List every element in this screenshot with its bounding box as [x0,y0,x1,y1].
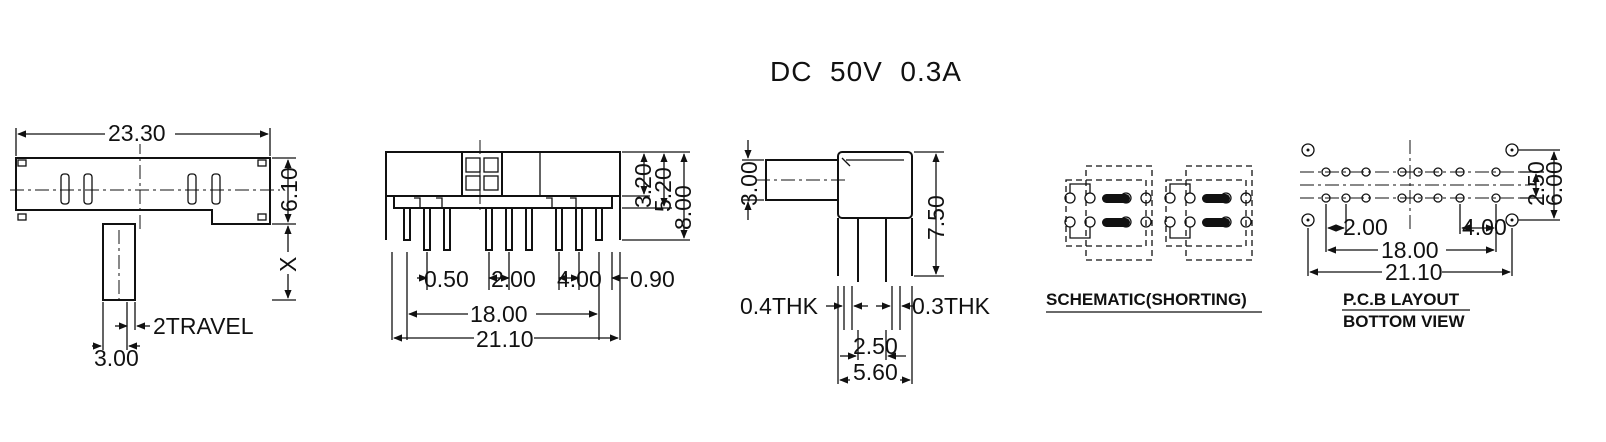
dim-pin-span: 2.50 [853,333,898,359]
dim-width: 23.30 [108,120,166,146]
dim-h2: 5.20 [650,167,676,212]
dim-height: 6.10 [276,167,302,212]
dim-h1: 3.20 [630,163,656,208]
page-title: DC 50V 0.3A [770,56,962,87]
dim-body-w: 5.60 [853,359,898,385]
view-side: 3.00 7.50 0.4THK 0.3THK 2.50 5.60 [736,140,991,390]
pin-icon [403,197,603,251]
pcb-dim-overall: 21.10 [1385,259,1443,285]
dim-pitch3: 4.00 [557,266,602,292]
pcb-dim-pitch-b: 4.00 [1462,214,1507,240]
pcb-caption-1: P.C.B LAYOUT [1343,290,1460,309]
dim-thk-right: 0.3THK [912,293,991,319]
schematic-caption: SCHEMATIC(SHORTING) [1046,290,1247,309]
dim-pitch4: 0.90 [630,266,675,292]
dim-pitch2: 2.00 [491,266,536,292]
pcb-dim-h1: 2.50 [1523,161,1549,206]
pcb-dim-span: 18.00 [1381,237,1439,263]
dim-span: 18.00 [470,301,528,327]
dim-actuator-h: 3.00 [736,161,762,206]
dim-thk-left: 0.4THK [740,293,819,319]
contact-icon [60,173,221,205]
view-front: 3.20 5.20 8.00 0.50 2.00 4.00 0.90 18.00… [385,140,696,352]
dim-actuator: 3.00 [94,345,139,371]
view-pcb: 2.50 6.00 2.00 4.00 18.00 21.10 P.C.B LA… [1300,140,1567,331]
pcb-caption-2: BOTTOM VIEW [1343,312,1465,331]
view-schematic: SCHEMATIC(SHORTING) [1046,165,1262,313]
view-top: 23.30 6.10 X 2TRAVEL 3.00 [10,120,302,371]
dim-travel: 2TRAVEL [153,313,254,339]
dim-x: X [275,257,301,272]
dim-pitch1: 0.50 [424,266,469,292]
dim-h3: 8.00 [670,185,696,230]
dim-body-h: 7.50 [923,195,949,240]
pcb-dim-pitch-a: 2.00 [1343,214,1388,240]
pcb-dim-h2: 6.00 [1541,161,1567,206]
dim-overall: 21.10 [476,326,534,352]
schematic-block-left [1064,165,1153,261]
schematic-block-right [1164,165,1253,261]
